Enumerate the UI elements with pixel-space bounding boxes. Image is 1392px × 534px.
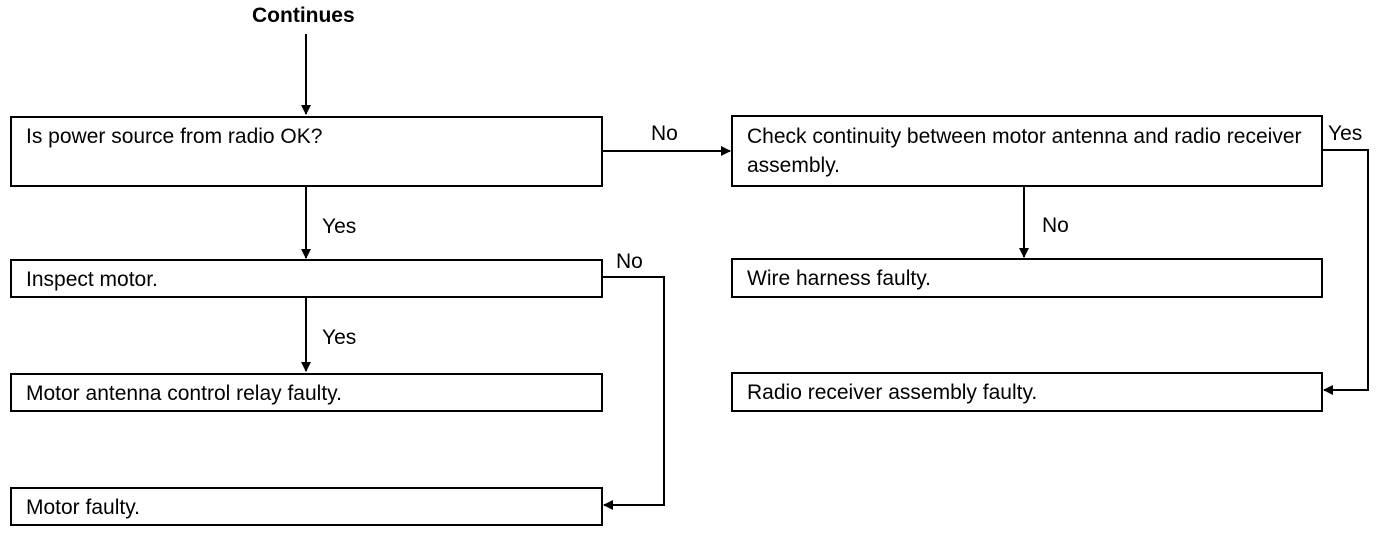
arrow-inspect-no <box>602 276 665 510</box>
wire-harness-box: Wire harness faulty. <box>731 258 1323 298</box>
continuity-no-label: No <box>1042 214 1069 237</box>
check-continuity-box: Check continuity between motor antenna a… <box>731 115 1323 187</box>
inspect-motor-box: Inspect motor. <box>10 259 603 298</box>
inspect-yes-label: Yes <box>322 326 357 349</box>
motor-faulty-box: Motor faulty. <box>10 487 603 526</box>
arrow-continuity-yes <box>1322 149 1369 395</box>
power-source-question-box: Is power source from radio OK? <box>10 116 603 187</box>
inspect-no-label: No <box>616 250 643 273</box>
relay-faulty-box: Motor antenna control relay faulty. <box>10 373 603 412</box>
power-no-label: No <box>651 122 678 145</box>
power-yes-label: Yes <box>322 215 357 238</box>
continuity-yes-label: Yes <box>1328 122 1363 145</box>
receiver-faulty-box: Radio receiver assembly faulty. <box>731 372 1323 412</box>
continues-label: Continues <box>252 4 355 27</box>
